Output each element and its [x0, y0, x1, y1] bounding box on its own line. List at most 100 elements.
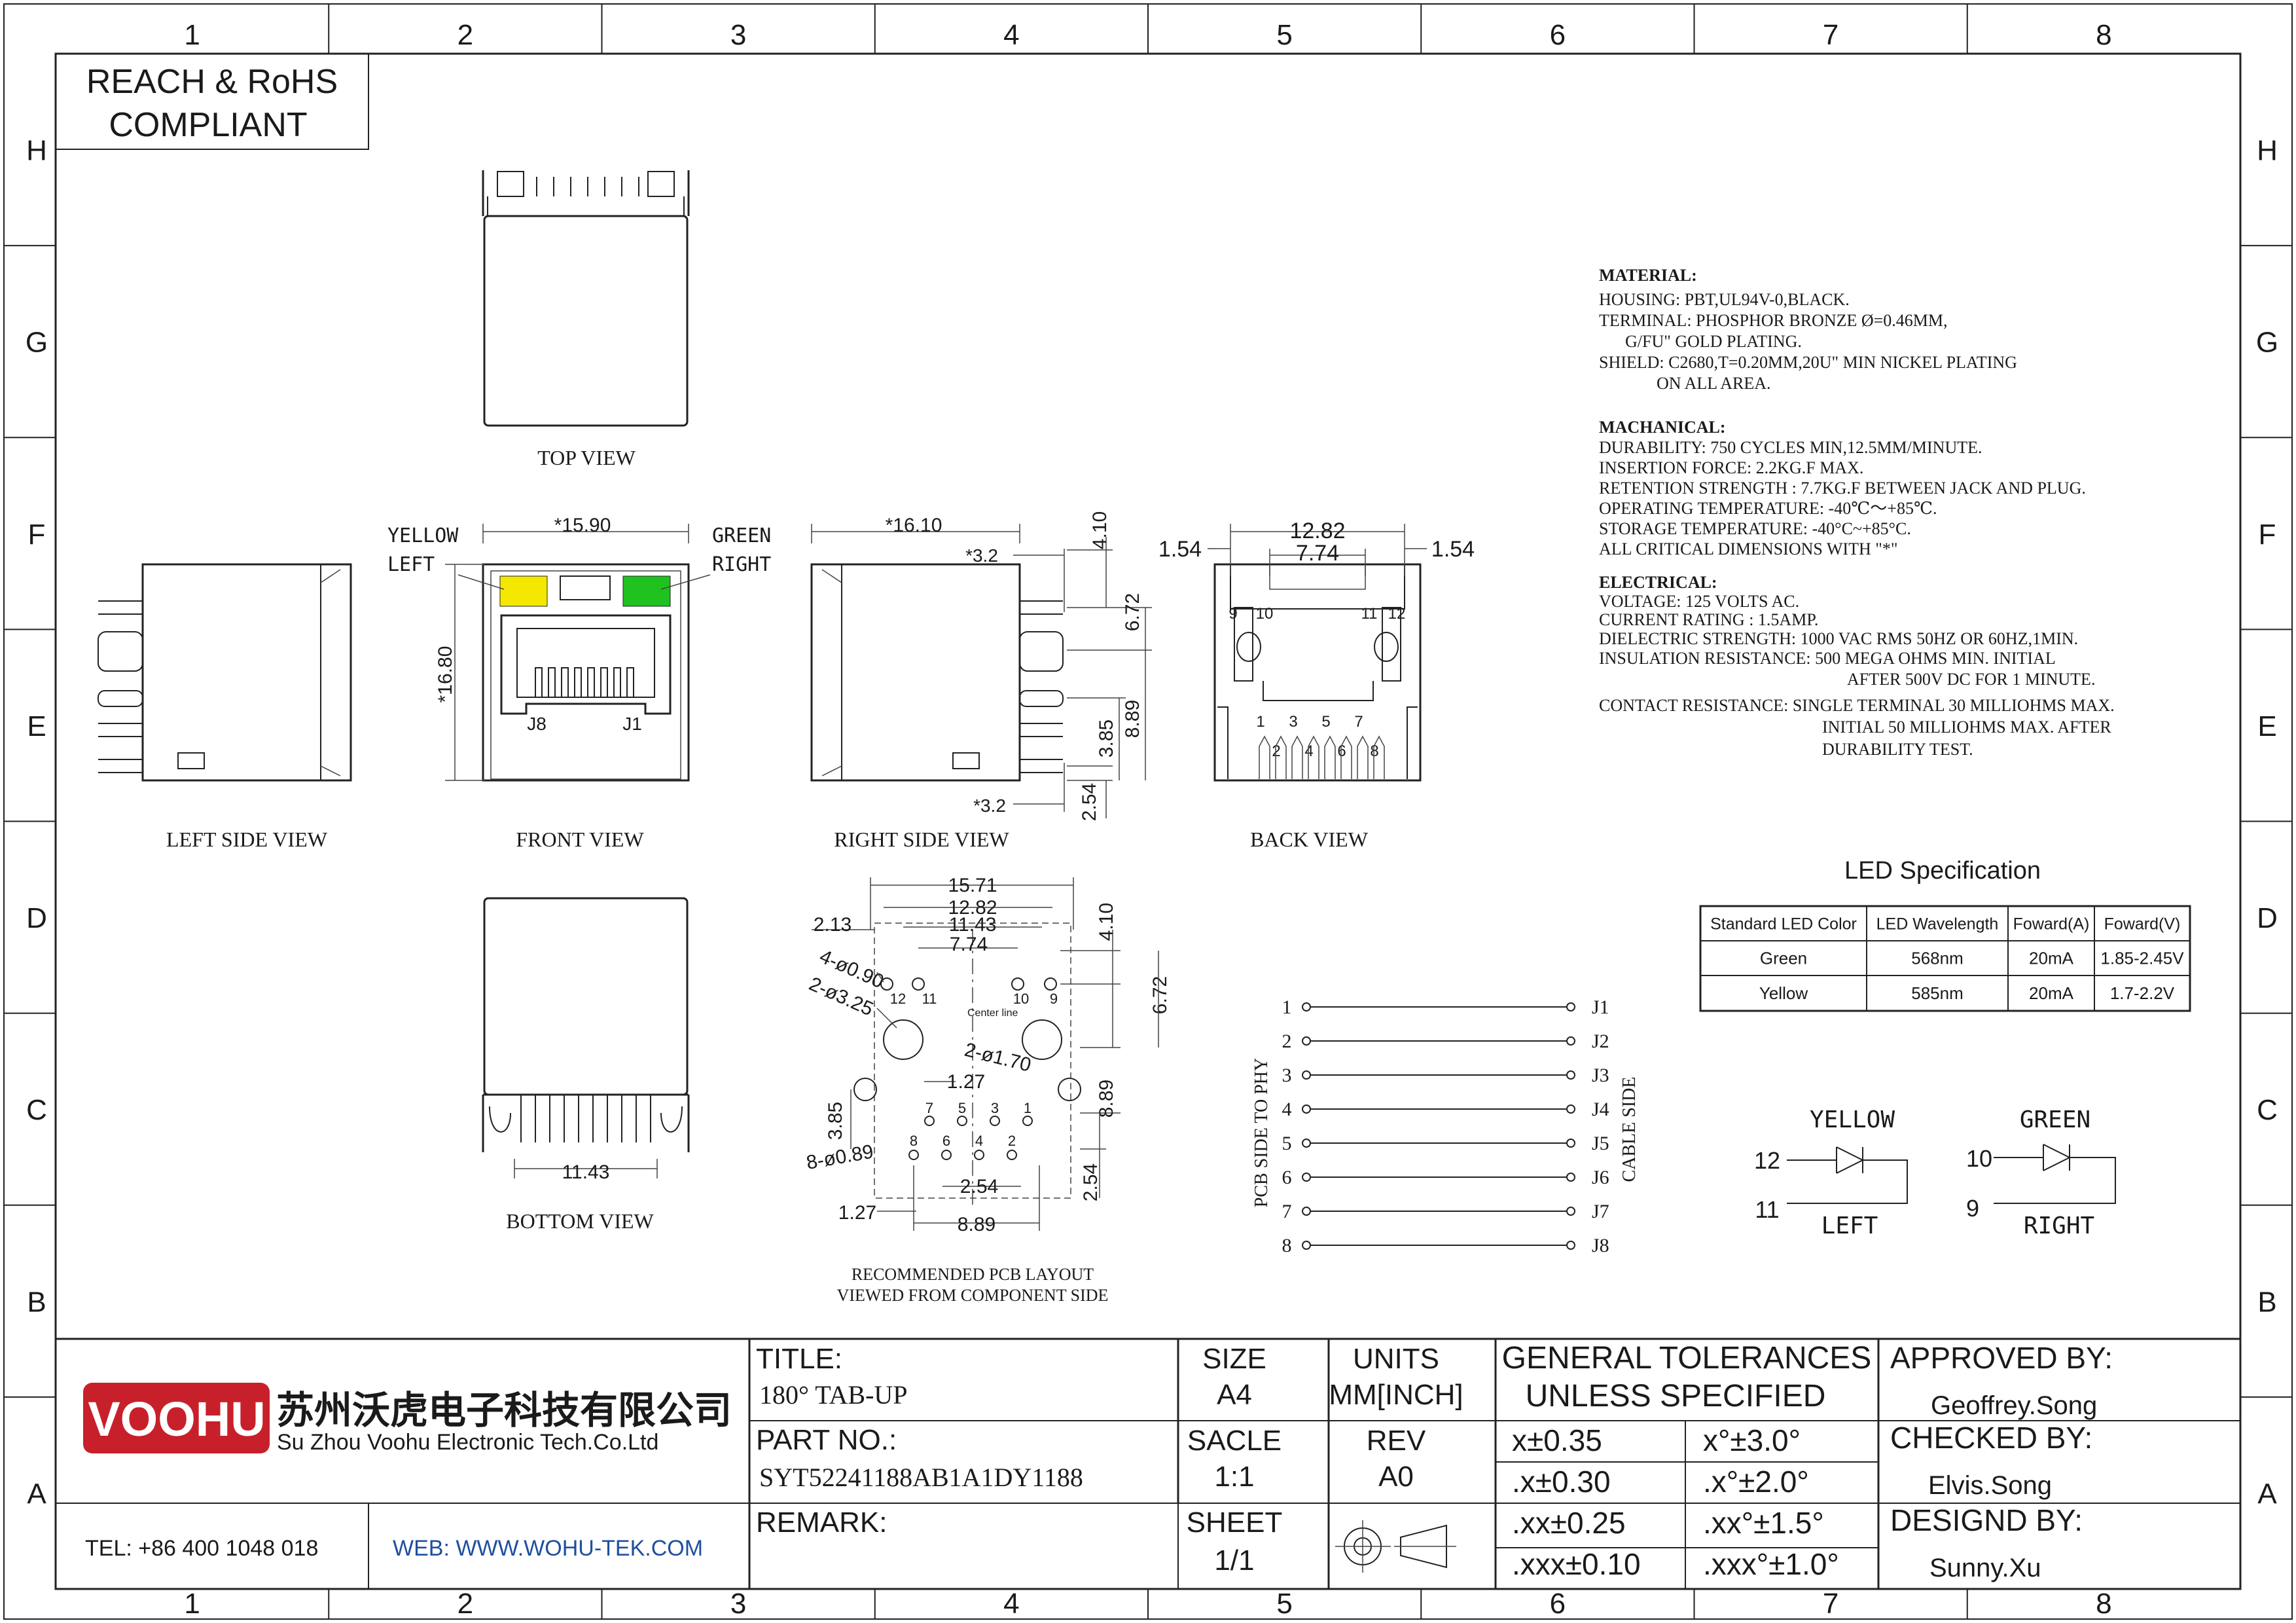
frame-row-label-left: G [26, 327, 48, 359]
pcb-hole-11 [912, 977, 925, 991]
front-green-label: GREEN [712, 524, 771, 547]
sheet-value: 1/1 [1214, 1544, 1254, 1577]
schematic-right-pin: J5 [1592, 1133, 1609, 1154]
pcb-pin-number: 3 [991, 1100, 999, 1116]
title-label: TITLE: [756, 1343, 842, 1375]
back-contact [1324, 735, 1336, 779]
schematic-right-label: CABLE SIDE [1619, 1077, 1640, 1182]
tolerance-angular: .xx°±1.5° [1703, 1506, 1824, 1540]
front-left-label: LEFT [387, 553, 435, 576]
frame-col-label-top: 2 [457, 19, 473, 51]
frame-row-label-left: A [27, 1478, 46, 1510]
right-side-view-label: RIGHT SIDE VIEW [834, 828, 1009, 851]
led-diag-p9: 9 [1966, 1195, 1979, 1222]
back-contact [1373, 735, 1385, 779]
tolerance-linear: .xx±0.25 [1512, 1506, 1626, 1540]
pcb-8-89h-dim: 8.89 [958, 1214, 996, 1235]
schematic-node [1566, 1104, 1575, 1114]
pcb-n11: 11 [922, 991, 937, 1007]
schematic-left-label: PCB SIDE TO PHY [1251, 1058, 1272, 1207]
tolerance-angular: x°±3.0° [1703, 1423, 1801, 1457]
frame-col-label-top: 1 [184, 19, 200, 51]
electrical-title: ELECTRICAL: [1599, 573, 1717, 592]
pcb-7-74-dim: 7.74 [950, 934, 988, 955]
front-view-label: FRONT VIEW [516, 828, 644, 851]
frame-col-label-bottom: 6 [1550, 1588, 1566, 1620]
rs-3-2-bot-dim: *3.2 [973, 795, 1006, 816]
designed-label: DESIGND BY: [1890, 1503, 2083, 1537]
schematic-left-pin: 8 [1282, 1235, 1292, 1256]
schematic-node [1566, 1002, 1575, 1012]
pcb-guide-hole-right [1058, 1078, 1081, 1101]
material-line: TERMINAL: PHOSPHOR BRONZE Ø=0.46MM, [1599, 311, 1948, 330]
pcb-pin-number: 8 [910, 1133, 918, 1149]
led-table-cell: 1.85-2.45V [2100, 949, 2184, 968]
pcb-15-71-dim: 15.71 [948, 875, 997, 896]
pcb-pin-hole [941, 1150, 952, 1160]
frame-row-label-right: A [2257, 1478, 2277, 1510]
back-shield-tab [1217, 706, 1418, 779]
units-label: UNITS [1353, 1343, 1439, 1375]
frame-col-label-bottom: 4 [1003, 1588, 1019, 1620]
tolerance-linear: .x±0.30 [1512, 1465, 1611, 1499]
mechanical-line: ALL CRITICAL DIMENSIONS WITH "*" [1599, 539, 1897, 558]
back-pin-number: 8 [1370, 742, 1378, 760]
frame-col-label-top: 6 [1550, 19, 1566, 51]
back-1-54-right: 1.54 [1431, 537, 1475, 562]
front-j8-label: J8 [527, 714, 547, 734]
led-diag-p12: 12 [1754, 1147, 1780, 1174]
electrical-line: INSULATION RESISTANCE: 500 MEGA OHMS MIN… [1599, 649, 2056, 668]
tolerance-linear: x±0.35 [1512, 1423, 1602, 1457]
pcb-n9: 9 [1050, 991, 1058, 1007]
tolerances-title1: GENERAL TOLERANCES [1502, 1341, 1872, 1376]
frame-col-label-bottom: 8 [2096, 1588, 2111, 1620]
schematic-node [1566, 1173, 1575, 1182]
back-contact [1340, 735, 1352, 779]
schematic-right-pin: J2 [1592, 1030, 1609, 1052]
sheet-label: SHEET [1187, 1506, 1283, 1539]
led-table-cell: 20mA [2029, 949, 2074, 968]
bottom-pins [489, 1095, 683, 1142]
schematic-left-pin: 1 [1282, 996, 1292, 1018]
pcb-pin-number: 5 [958, 1100, 966, 1116]
bottom-spring-clip [489, 1106, 683, 1133]
schematic-right-pin: J7 [1592, 1201, 1609, 1222]
front-contact [561, 667, 569, 698]
schematic-right-pin: J3 [1592, 1065, 1609, 1086]
top-view: TOP VIEW [482, 170, 690, 469]
frame-row-label-left: F [28, 519, 46, 551]
pcb-pin-hole [908, 1150, 919, 1160]
front-right-label: RIGHT [712, 553, 771, 576]
led-table-cell: 20mA [2029, 983, 2074, 1003]
back-pin-number: 4 [1304, 742, 1313, 760]
back-pin10: 10 [1256, 605, 1274, 623]
pcb-hole-12 [880, 977, 893, 991]
schematic-right-pin: J1 [1592, 996, 1609, 1018]
back-pin12: 12 [1388, 605, 1406, 623]
contact-web: WEB: WWW.WOHU-TEK.COM [393, 1536, 703, 1561]
specification-notes: MATERIAL:HOUSING: PBT,UL94V-0,BLACK.TERM… [1599, 266, 2115, 759]
front-contact [535, 667, 543, 698]
material-line: ON ALL AREA. [1657, 374, 1771, 393]
frame-row-label-left: H [26, 135, 47, 167]
compliance-line2: COMPLIANT [109, 106, 307, 144]
compliance-line1: REACH & RoHS [86, 63, 338, 101]
led-table-cell: 1.7-2.2V [2110, 983, 2175, 1003]
bottom-11-43-dim: 11.43 [562, 1161, 610, 1183]
back-contact [1357, 735, 1369, 779]
schematic-left-pin: 3 [1282, 1065, 1292, 1086]
mechanical-line: INSERTION FORCE: 2.2KG.F MAX. [1599, 458, 1863, 477]
schematic-node [1302, 1036, 1311, 1046]
pcb-pin-hole [957, 1116, 967, 1126]
rev-value: A0 [1378, 1461, 1414, 1493]
right-side-view: *16.10 *3.2 *3.2 4.10 6.72 8.89 3.85 2.5… [810, 511, 1152, 851]
back-view-label: BACK VIEW [1250, 828, 1369, 851]
left-side-view: LEFT SIDE VIEW [98, 563, 352, 851]
frame-row-label-right: F [2259, 519, 2276, 551]
front-yellow-label: YELLOW [387, 524, 459, 547]
schematic-node [1566, 1070, 1575, 1080]
front-led-yellow [499, 575, 548, 607]
